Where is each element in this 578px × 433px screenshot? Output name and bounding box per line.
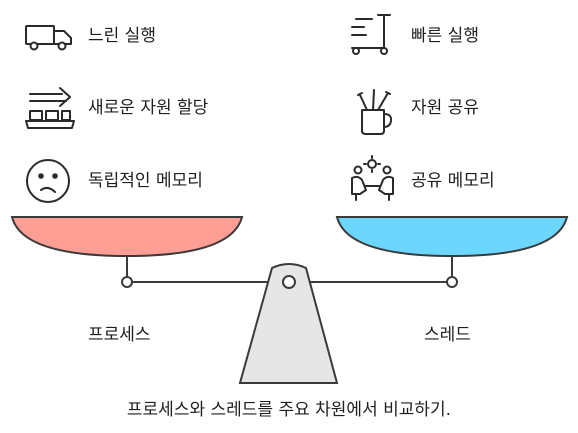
right-side-label: 스레드 <box>424 325 471 345</box>
right-item-label-3: 공유 메모리 <box>411 171 495 191</box>
left-item-label-1: 느린 실행 <box>88 26 156 46</box>
right-joint <box>446 276 458 288</box>
left-pan <box>10 216 244 258</box>
conveyor-boxes-icon <box>25 87 75 129</box>
right-item-label-1: 빠른 실행 <box>411 26 479 46</box>
confused-face-icon <box>26 159 70 203</box>
left-item-label-2: 새로운 자원 할당 <box>88 98 209 118</box>
shared-cup-icon <box>357 89 393 135</box>
pivot-joint <box>282 275 296 289</box>
left-joint <box>121 276 133 288</box>
right-pan <box>335 216 569 258</box>
people-sharing-icon <box>351 155 394 201</box>
scooter-icon <box>351 14 391 55</box>
truck-icon <box>25 25 72 51</box>
scale-pedestal <box>238 263 339 384</box>
diagram-caption: 프로세스와 스레드를 주요 차원에서 비교하기. <box>126 400 452 420</box>
left-side-label: 프로세스 <box>88 325 151 345</box>
right-item-label-2: 자원 공유 <box>411 98 479 118</box>
left-item-label-3: 독립적인 메모리 <box>88 171 203 191</box>
